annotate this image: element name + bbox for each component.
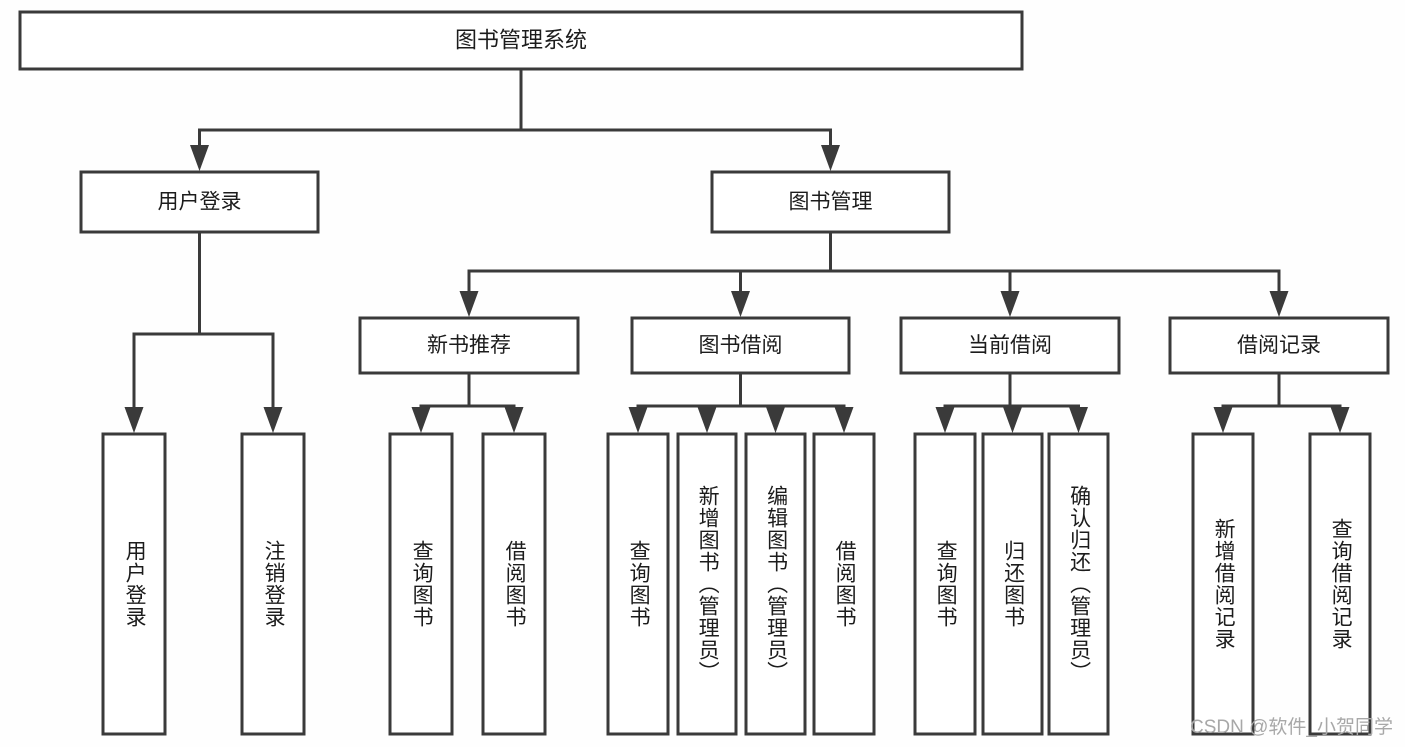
arrow-head-icon: [504, 407, 524, 433]
edges-layer: [124, 67, 1350, 433]
node-label-root: 图书管理系统: [455, 27, 587, 52]
arrow-head-icon: [697, 407, 717, 433]
arrow-head-icon: [1269, 291, 1289, 317]
node-box-l_add_book[interactable]: [676, 432, 738, 736]
node-box-n_current[interactable]: [899, 316, 1121, 375]
edge-group-n_current: [935, 371, 1088, 433]
node-label-n_new_book: 新书推荐: [427, 334, 511, 357]
node-label-n_book_manage: 图书管理: [789, 191, 873, 214]
arrow-head-icon: [411, 407, 431, 433]
boxes-layer: [18, 10, 1390, 736]
arrow-head-icon: [628, 407, 648, 433]
edge-group-n_book_manage: [459, 230, 1289, 317]
arrow-head-icon: [459, 291, 479, 317]
node-box-l_query_book_2[interactable]: [606, 432, 670, 736]
node-box-l_query_record[interactable]: [1308, 432, 1372, 736]
arrow-head-icon: [834, 407, 854, 433]
node-label-n_current: 当前借阅: [968, 334, 1052, 357]
node-box-l_user_login[interactable]: [101, 432, 167, 736]
arrow-head-icon: [1003, 407, 1022, 433]
edge-group-n_user_login: [124, 230, 283, 433]
node-box-l_borrow_book_1[interactable]: [481, 432, 547, 736]
node-label-n_user_login: 用户登录: [158, 191, 242, 214]
arrow-head-icon: [821, 145, 840, 171]
node-label-n_borrow: 图书借阅: [699, 334, 783, 357]
node-box-n_records[interactable]: [1168, 316, 1390, 375]
node-box-n_book_manage[interactable]: [710, 170, 951, 234]
arrow-head-icon: [263, 407, 283, 433]
node-box-l_query_book_1[interactable]: [388, 432, 454, 736]
node-box-l_return_book[interactable]: [981, 432, 1044, 736]
arrow-head-icon: [766, 407, 785, 433]
arrow-head-icon: [1069, 407, 1088, 433]
node-box-l_user_logout[interactable]: [240, 432, 306, 736]
node-box-root[interactable]: [18, 10, 1024, 71]
node-box-n_new_book[interactable]: [358, 316, 580, 375]
edge-group-root: [190, 67, 840, 171]
edge-group-n_borrow: [628, 371, 854, 433]
node-box-l_add_record[interactable]: [1191, 432, 1255, 736]
node-box-n_borrow[interactable]: [630, 316, 851, 375]
edge-group-n_new_book: [411, 371, 524, 433]
edge-group-n_records: [1213, 371, 1350, 433]
arrow-head-icon: [1000, 291, 1020, 317]
node-box-n_user_login[interactable]: [79, 170, 320, 234]
node-box-l_borrow_book_2[interactable]: [812, 432, 876, 736]
arrow-head-icon: [190, 145, 209, 171]
node-box-l_confirm_return[interactable]: [1047, 432, 1110, 736]
arrow-head-icon: [124, 407, 144, 433]
arrow-head-icon: [1213, 407, 1233, 433]
node-box-l_edit_book[interactable]: [744, 432, 807, 736]
arrow-head-icon: [935, 407, 955, 433]
arrow-head-icon: [1330, 407, 1350, 433]
node-label-n_records: 借阅记录: [1237, 334, 1321, 357]
arrow-head-icon: [731, 291, 750, 317]
node-box-l_query_book_3[interactable]: [913, 432, 977, 736]
